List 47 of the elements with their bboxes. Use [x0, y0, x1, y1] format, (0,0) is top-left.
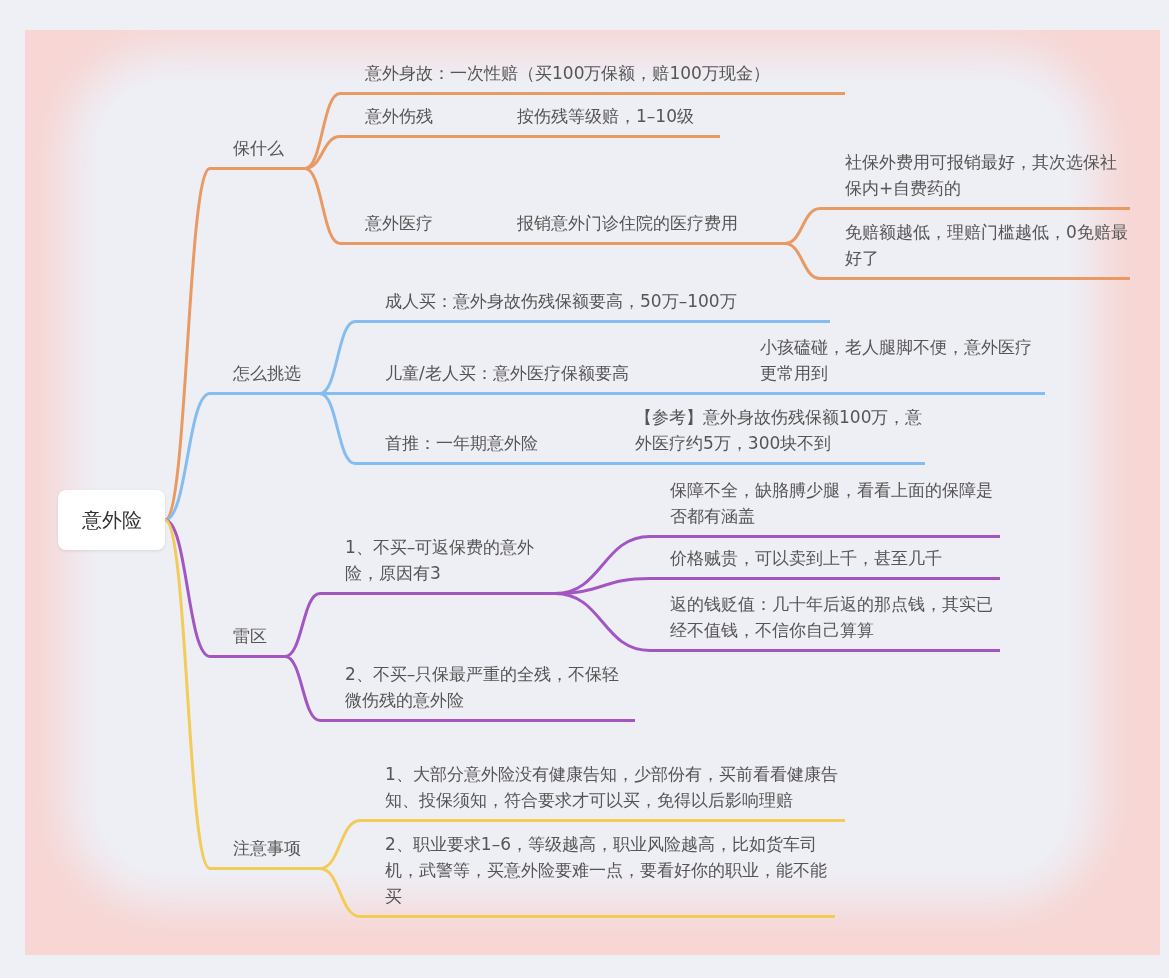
- branch-line: [554, 592, 651, 652]
- branch-line: [284, 655, 321, 722]
- branch-line: [163, 519, 212, 870]
- branch-line: [784, 242, 821, 280]
- branch-line: [304, 167, 341, 245]
- topic-text: 首推：一年期意外险: [385, 432, 538, 455]
- branch-topic: [445, 211, 785, 245]
- topic-text: 意外医疗: [365, 212, 433, 235]
- branch-line: [433, 242, 445, 245]
- topic-text: 价格贼贵，可以卖到上千，甚至几千: [670, 547, 942, 570]
- branch-line: [608, 462, 620, 465]
- topic-text: 保什么: [233, 137, 284, 160]
- branch-topic: [820, 220, 1130, 280]
- topic-text: 报销意外门诊住院的医疗费用: [517, 212, 738, 235]
- branch-line: [304, 92, 341, 170]
- topic-text: 【参考】意外身故伤残保额100万，意外医疗约5万，300块不到: [635, 406, 924, 455]
- topic-text: 保障不全，缺胳膊少腿，看看上面的保障是否都有涵盖: [670, 479, 994, 528]
- topic-text: 返的钱贬值：几十年后返的那点钱，其实已经不值钱，不信你自己算算: [670, 593, 994, 642]
- topic-text: 1、不买–可返保费的意外险，原因有3: [345, 536, 536, 585]
- topic-text: 按伤残等级赔，1–10级: [517, 105, 694, 128]
- topic-text: 意外身故：一次性赔（买100万保额，赔100万现金）: [365, 62, 770, 85]
- topic-text: 怎么挑选: [233, 362, 301, 385]
- topic-text: 2、不买–只保最严重的全残，不保轻微伤残的意外险: [345, 663, 621, 712]
- central-topic-box: [58, 490, 165, 550]
- branch-topic: [360, 832, 835, 918]
- branch-line: [164, 392, 211, 522]
- topic-text: 小孩磕碰，老人腿脚不便，意外医疗更常用到: [760, 336, 1033, 385]
- topic-text: 社保外费用可报销最好，其次选保社保内+自费药的: [845, 151, 1118, 200]
- branch-line: [304, 135, 341, 170]
- topic-text: 2、职业要求1–6，等级越高，职业风险越高，比如货车司机，武警等，买意外险要难一点，要看好你的职业，能不能买: [385, 833, 828, 908]
- branch-line: [728, 392, 740, 395]
- topic-text: 成人买：意外身故伤残保额要高，50万–100万: [385, 290, 737, 313]
- topic-text: 意外险: [81, 507, 142, 533]
- branch-line: [284, 592, 321, 658]
- branch-line: [319, 392, 356, 465]
- branch-line: [164, 518, 211, 658]
- topic-text: 意外伤残: [365, 105, 433, 128]
- branch-topic: [355, 361, 728, 395]
- branch-line: [319, 867, 361, 918]
- branch-topic: [355, 289, 830, 323]
- topic-text: 注意事项: [233, 837, 301, 860]
- topic-text: 雷区: [233, 625, 267, 648]
- branch-line: [319, 320, 356, 395]
- branch-line: [433, 135, 445, 138]
- topic-text: 免赔额越低，理赔门槛越低，0免赔最好了: [845, 221, 1129, 270]
- topic-text: 1、大部分意外险没有健康告知，少部份有，买前看看健康告知、投保须知，符合要求才可以买，免得以后影响理赔: [385, 763, 839, 812]
- topic-text: 儿童/老人买：意外医疗保额要高: [385, 362, 629, 385]
